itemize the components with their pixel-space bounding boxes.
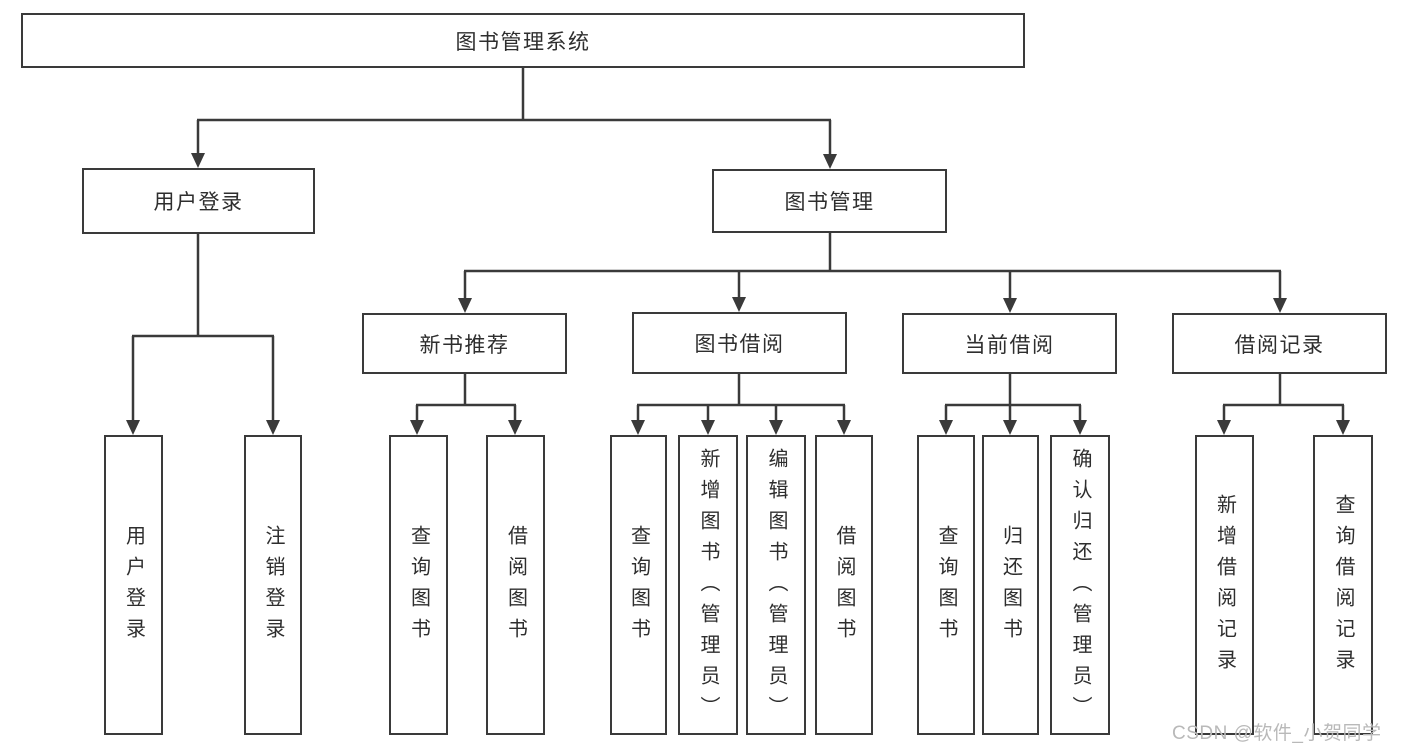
leaf-logout: 注销登录 (244, 435, 302, 735)
csdn-watermark: CSDN @软件_小贺同学 (1172, 723, 1382, 744)
leaf-borrow-books-borrowing: 借阅图书 (815, 435, 873, 735)
node-borrowing-records: 借阅记录 (1172, 313, 1387, 374)
node-new-book-recommend: 新书推荐 (362, 313, 567, 374)
leaf-return-book: 归还图书 (982, 435, 1039, 735)
leaf-add-book-admin: 新增图书（管理员） (678, 435, 738, 735)
leaf-edit-book-admin: 编辑图书（管理员） (746, 435, 806, 735)
node-system-root: 图书管理系统 (21, 13, 1025, 68)
leaf-query-books-recommend: 查询图书 (389, 435, 448, 735)
node-user-login: 用户登录 (82, 168, 315, 234)
leaf-add-borrow-record: 新增借阅记录 (1195, 435, 1254, 735)
node-book-management: 图书管理 (712, 169, 947, 233)
leaf-query-books-borrowing: 查询图书 (610, 435, 667, 735)
node-current-borrowing: 当前借阅 (902, 313, 1117, 374)
leaf-confirm-return-admin: 确认归还（管理员） (1050, 435, 1110, 735)
leaf-user-login: 用户登录 (104, 435, 163, 735)
leaf-query-books-current: 查询图书 (917, 435, 975, 735)
node-book-borrowing: 图书借阅 (632, 312, 847, 374)
leaf-query-borrow-record: 查询借阅记录 (1313, 435, 1373, 735)
leaf-borrow-books-recommend: 借阅图书 (486, 435, 545, 735)
